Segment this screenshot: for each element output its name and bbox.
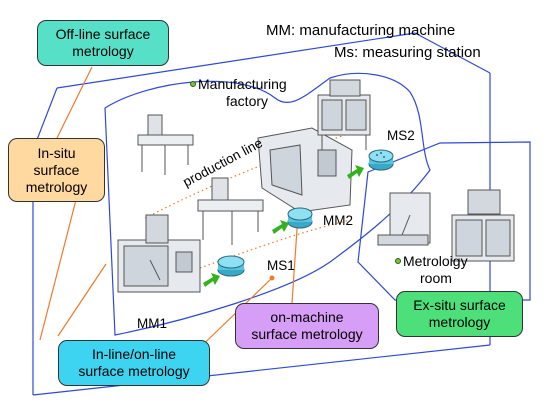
ms1-disc	[217, 255, 245, 277]
ms2-disc	[368, 149, 394, 171]
ms1-label: MS1	[267, 258, 295, 273]
arrow-mm2-ms2	[347, 165, 364, 179]
mm1-machine	[117, 214, 201, 293]
room-cabinet	[451, 189, 515, 262]
mm1-label: MM1	[137, 316, 167, 331]
legend-mm: MM: manufacturing machine	[266, 22, 456, 39]
mm2-machine	[257, 127, 353, 213]
insitu-line1: In-situ	[37, 144, 76, 161]
inline-metrology-box: In-line/on-line surface metrology	[58, 340, 210, 386]
ms2-label: MS2	[387, 128, 415, 143]
offline-metrology-box: Off-line surface metrology	[37, 20, 169, 66]
insitu-metrology-box: In-situ surface metrology	[8, 138, 105, 202]
ms2-station	[317, 79, 371, 150]
leader-dot-ms1	[269, 275, 275, 281]
factory-label-line1: Manufacturing	[198, 76, 287, 92]
metrology-room-outline	[357, 141, 531, 301]
mm2-disc	[287, 207, 313, 229]
legend-ms: Ms: measuring station	[334, 44, 481, 61]
workbench-back	[137, 114, 194, 175]
mm2-label: MM2	[323, 213, 353, 228]
cmm-instrument	[377, 192, 431, 246]
exsitu-metrology-box: Ex-situ surface metrology	[396, 291, 523, 337]
onmachine-line1: on-machine	[270, 309, 344, 325]
room-label-line1: Metroloigy	[403, 253, 468, 269]
onmachine-line2: surface metrology	[251, 326, 363, 342]
arrow-bench-mm2	[272, 220, 289, 234]
exsitu-line1: Ex-situ surface	[413, 297, 506, 313]
flow-arrows	[203, 165, 364, 287]
factory-outline	[104, 72, 431, 336]
insitu-line2: surface	[33, 161, 80, 178]
inline-line1: In-line/on-line	[91, 346, 177, 362]
inline-line2: surface metrology	[78, 363, 190, 379]
arrow-mm1-ms1	[203, 273, 220, 287]
factory-label-line2: factory	[226, 93, 269, 109]
production-line-lower	[199, 219, 351, 269]
insitu-line3: metrology	[25, 178, 88, 195]
exsitu-line2: metrology	[428, 314, 491, 330]
offline-line2: metrology	[72, 43, 134, 59]
workbench-middle	[197, 177, 264, 245]
room-label-line2: room	[420, 270, 452, 286]
room-bullet	[395, 258, 401, 264]
onmachine-metrology-box: on-machine surface metrology	[235, 303, 379, 349]
factory-bullet	[190, 81, 196, 87]
offline-line1: Off-line surface	[55, 26, 151, 42]
